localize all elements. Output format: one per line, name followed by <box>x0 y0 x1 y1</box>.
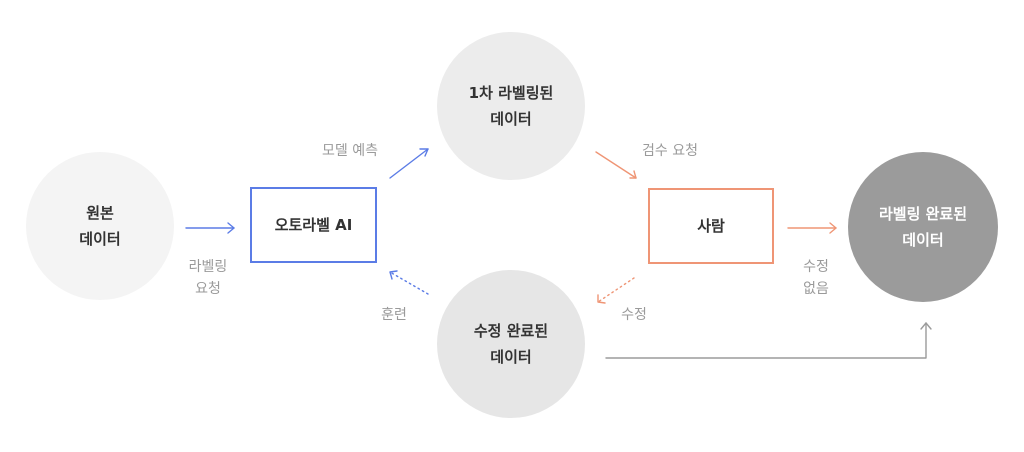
human-label: 사람 <box>697 217 725 235</box>
arrow-corrected-to-done <box>605 322 932 359</box>
arrow-corrected-to-ai <box>389 270 429 295</box>
corrected-data-node: 수정 완료된 데이터 <box>437 270 585 418</box>
edge-label-labeling-request-line2: 요청 <box>195 281 221 297</box>
complete-label-line1: 라벨링 완료된 <box>878 205 968 223</box>
raw-data-node: 원본 데이터 <box>26 152 174 300</box>
corrected-label-line2: 데이터 <box>490 348 532 366</box>
edge-label-labeling-request-line1: 라벨링 <box>188 259 228 275</box>
human-node: 사람 <box>648 188 774 264</box>
arrow-ai-to-first <box>389 148 429 179</box>
arrow-human-to-corrected <box>597 277 635 304</box>
raw-data-label-line2: 데이터 <box>79 230 121 248</box>
auto-label-ai-node: 오토라벨 AI <box>250 187 377 263</box>
edge-label-no-fix-line2: 없음 <box>803 281 829 297</box>
corrected-label-line1: 수정 완료된 <box>473 322 549 340</box>
arrow-human-to-done <box>787 222 837 234</box>
raw-data-label-line1: 원본 <box>86 204 114 222</box>
labeling-complete-data-node: 라벨링 완료된 데이터 <box>848 152 998 302</box>
arrow-first-to-human <box>595 151 637 179</box>
edge-label-model-predict: 모델 예측 <box>322 143 378 159</box>
edge-label-review-request: 검수 요청 <box>642 143 698 159</box>
arrow-raw-to-ai <box>185 222 235 234</box>
first-labeled-label-line1: 1차 라벨링된 <box>468 84 554 102</box>
first-labeled-label-line2: 데이터 <box>490 110 532 128</box>
edge-label-no-fix: 수정 없음 <box>786 256 846 300</box>
edge-label-no-fix-line1: 수정 <box>803 259 829 275</box>
auto-label-ai-label: 오토라벨 AI <box>274 216 353 234</box>
first-labeled-data-node: 1차 라벨링된 데이터 <box>437 32 585 180</box>
edge-label-fix: 수정 <box>621 307 647 323</box>
edge-label-train: 훈련 <box>381 307 407 323</box>
edge-label-labeling-request: 라벨링 요청 <box>178 256 238 300</box>
complete-label-line2: 데이터 <box>902 231 944 249</box>
